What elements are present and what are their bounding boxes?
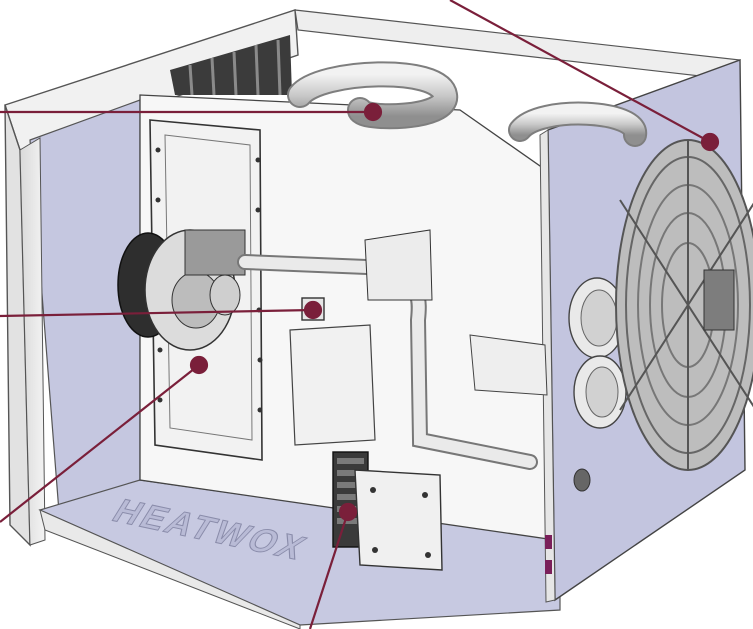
side-bracket [469,334,548,396]
top-right-callout [449,0,720,152]
callouts [0,0,720,629]
terminal-connector [545,535,552,549]
gas-pipework [237,229,538,470]
bottom-callout [308,502,358,629]
gas-connection [573,468,591,492]
control-module [332,451,443,571]
access-plate [289,324,376,446]
top-left-callout [0,102,383,122]
axial-fan [615,139,753,471]
heat-exchanger-tubes [287,61,647,147]
lower-left-callout [0,355,209,523]
middle-left-callout [0,300,323,320]
gas-valve [184,229,246,276]
burner [117,229,246,351]
fan-motor [703,269,735,331]
